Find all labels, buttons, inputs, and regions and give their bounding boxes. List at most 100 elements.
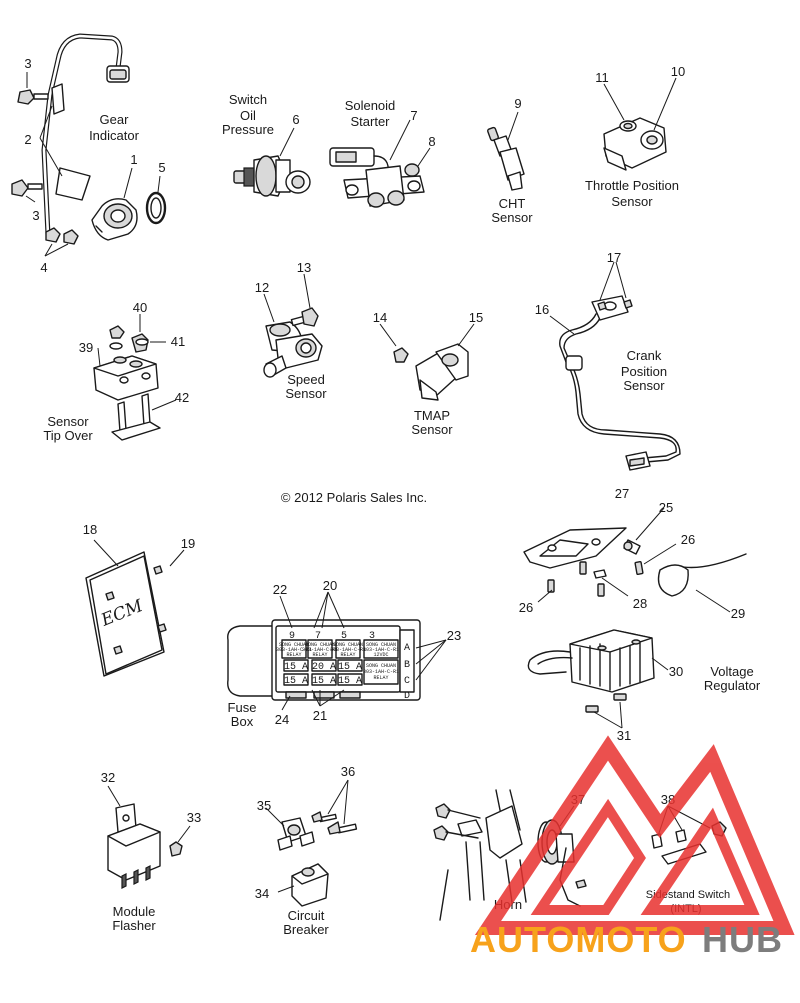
caption-voltage-reg-1: Voltage <box>710 664 753 679</box>
callout-40: 40 <box>133 300 147 315</box>
fuse-col-9: 9 <box>289 631 295 642</box>
caption-gear-indicator-2: Indicator <box>89 128 140 143</box>
relay-text-14: 303-1AH-C-R1 <box>363 669 399 675</box>
callout-26b: 26 <box>519 600 533 615</box>
watermark-logo-mark <box>474 735 795 935</box>
caption-voltage-reg-2: Regulator <box>704 678 761 693</box>
callout-23: 23 <box>447 628 461 643</box>
caption-tmap-1: TMAP <box>414 408 450 423</box>
callout-10: 10 <box>671 64 685 79</box>
cht-sensor-part <box>487 111 525 191</box>
ecm-part: ECM <box>85 539 185 677</box>
relay-text-5: 303-1AH-C-R1 <box>302 647 338 653</box>
caption-tmap-2: Sensor <box>411 422 453 437</box>
relay-text-4: SONG CHUAN <box>305 642 335 648</box>
voltage-regulator-part <box>523 507 747 729</box>
sensor-tip-over-part <box>93 314 177 441</box>
caption-speed-2: Sensor <box>285 386 327 401</box>
callout-18: 18 <box>83 522 97 537</box>
callout-21: 21 <box>313 708 327 723</box>
fuse-label-4: 15 A <box>284 676 308 687</box>
caption-tip-over-1: Sensor <box>47 414 89 429</box>
relay-text-15: RELAY <box>373 675 388 681</box>
caption-tip-over-2: Tip Over <box>43 428 93 443</box>
caption-cht-2: Sensor <box>491 210 533 225</box>
callout-1: 1 <box>130 152 137 167</box>
callout-41: 41 <box>171 334 185 349</box>
throttle-position-sensor-part <box>603 77 677 171</box>
caption-speed-1: Speed <box>287 372 325 387</box>
callout-35: 35 <box>257 798 271 813</box>
caption-throttle-1: Throttle Position <box>585 178 679 193</box>
fuse-label-1: 15 A <box>284 662 308 673</box>
callout-5: 5 <box>158 160 165 175</box>
fuse-row-b: B <box>404 660 410 671</box>
fuse-row-d: D <box>404 691 410 702</box>
fuse-label-5: 15 A <box>312 676 336 687</box>
callout-4: 4 <box>40 260 47 275</box>
callout-3a: 3 <box>24 56 31 71</box>
fuse-col-7: 7 <box>315 631 321 642</box>
callout-14: 14 <box>373 310 387 325</box>
fuse-col-5: 5 <box>341 631 347 642</box>
relay-text-8: 303-1AH-C-R1 <box>330 647 366 653</box>
crank-position-sensor-part <box>549 261 681 471</box>
fuse-row-a: A <box>404 643 410 654</box>
callout-7: 7 <box>410 108 417 123</box>
caption-gear-indicator-1: Gear <box>100 112 130 127</box>
caption-switch-oil-1: Switch <box>229 92 267 107</box>
caption-throttle-2: Sensor <box>611 194 653 209</box>
automotohub-watermark: AUTOMOTO HUB <box>470 735 795 960</box>
callout-30: 30 <box>669 664 683 679</box>
callout-33: 33 <box>187 810 201 825</box>
circuit-breaker-part <box>265 779 358 907</box>
relay-text-6: RELAY <box>312 652 327 658</box>
speed-sensor-part <box>263 273 323 378</box>
fuse-col-3: 3 <box>369 631 375 642</box>
callout-19: 19 <box>181 536 195 551</box>
module-flasher-part <box>107 785 191 889</box>
caption-cht-1: CHT <box>499 196 526 211</box>
caption-switch-oil-3: Pressure <box>222 122 274 137</box>
solenoid-starter-part <box>329 119 431 208</box>
relay-text-10: SONG CHUAN <box>366 642 396 648</box>
caption-module-flasher-2: Flasher <box>112 918 156 933</box>
callout-24: 24 <box>275 712 289 727</box>
caption-fuse-box-2: Box <box>231 714 254 729</box>
fuse-box-part: 9 7 5 3 A B C D SONG CHUAN 303-1AH-C-R1 … <box>227 591 447 711</box>
relay-text-1: SONG CHUAN <box>279 642 309 648</box>
relay-text-3: RELAY <box>286 652 301 658</box>
gear-indicator-assembly <box>11 33 167 257</box>
callout-27: 27 <box>615 486 629 501</box>
part-captions: Gear Indicator Switch Oil Pressure Solen… <box>43 92 761 937</box>
caption-fuse-box-1: Fuse <box>228 700 257 715</box>
callout-2: 2 <box>24 132 31 147</box>
callout-42: 42 <box>175 390 189 405</box>
caption-crank-1: Crank <box>627 348 662 363</box>
callout-3b: 3 <box>32 208 39 223</box>
relay-text-11: 303-1AH-C-R1 <box>363 647 399 653</box>
fuse-label-6: 15 A <box>338 676 362 687</box>
relay-text-12: 12VDC <box>373 652 388 658</box>
callout-17: 17 <box>607 250 621 265</box>
callout-11: 11 <box>595 70 609 85</box>
callout-25: 25 <box>659 500 673 515</box>
callout-32: 32 <box>101 770 115 785</box>
fuse-row-c: C <box>404 676 410 687</box>
caption-module-flasher-1: Module <box>113 904 156 919</box>
callout-13: 13 <box>297 260 311 275</box>
callout-26a: 26 <box>681 532 695 547</box>
watermark-text-automoto: AUTOMOTO <box>470 919 687 960</box>
callout-29: 29 <box>731 606 745 621</box>
copyright-notice: © 2012 Polaris Sales Inc. <box>281 490 427 505</box>
callout-6: 6 <box>292 112 299 127</box>
callout-34: 34 <box>255 886 269 901</box>
relay-text-7: SONG CHUAN <box>333 642 363 648</box>
caption-circuit-breaker-1: Circuit <box>288 908 325 923</box>
callout-39: 39 <box>79 340 93 355</box>
fuse-label-2: 20 A <box>312 662 336 673</box>
callout-36: 36 <box>341 764 355 779</box>
caption-solenoid-2: Starter <box>350 114 390 129</box>
fuse-label-3: 15 A <box>338 662 362 673</box>
